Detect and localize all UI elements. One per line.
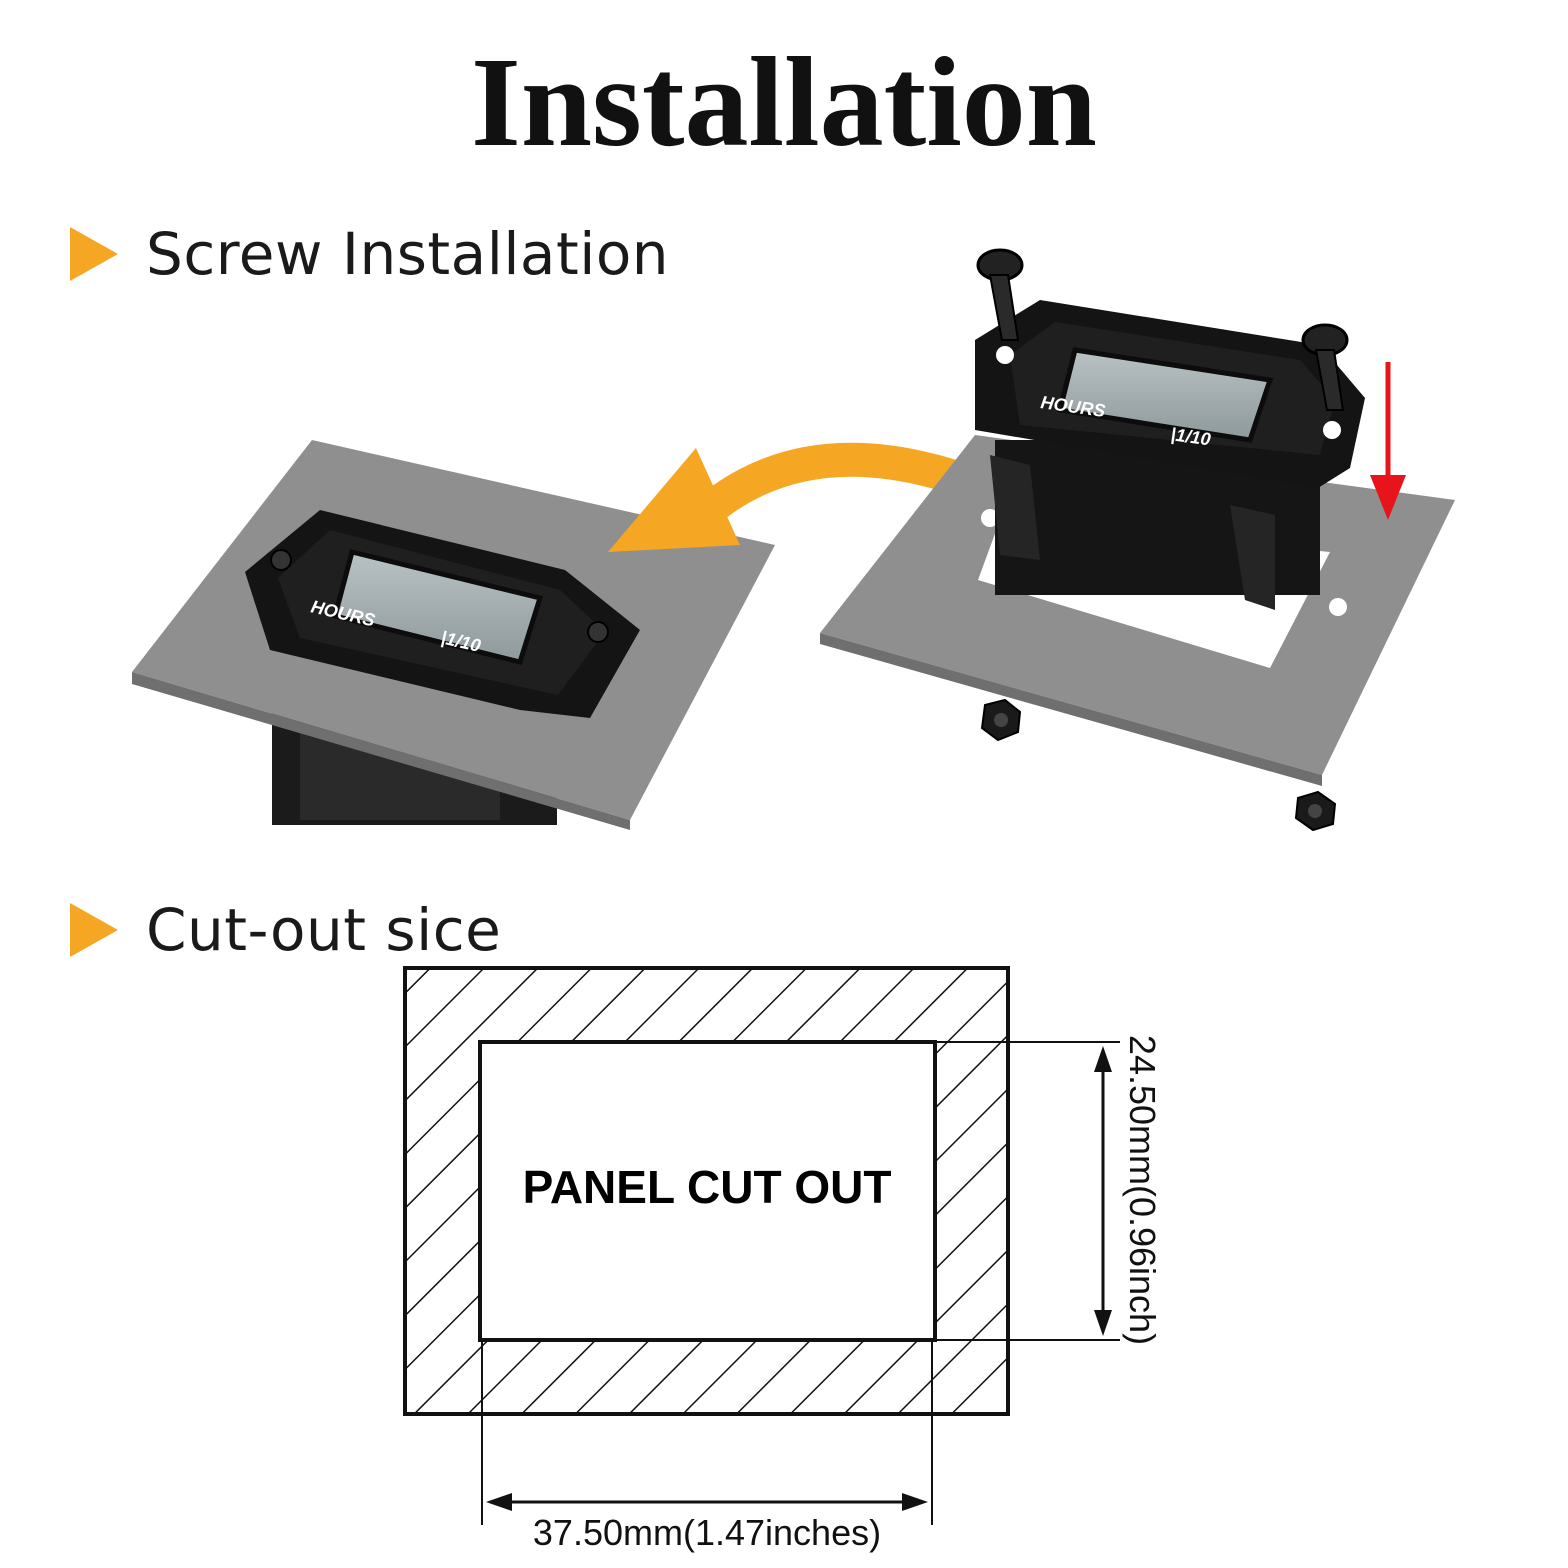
section-cut-out-size: Cut-out sice xyxy=(70,896,501,964)
installed-meter-illustration: HOURS |1/10 xyxy=(132,440,775,830)
panel-cut-out-label: PANEL CUT OUT xyxy=(523,1161,892,1213)
mounting-panel-edge xyxy=(132,672,630,830)
dimension-arrowhead xyxy=(902,1493,928,1511)
orange-triangle-bullet-icon xyxy=(70,903,118,957)
dimension-arrowhead xyxy=(486,1493,512,1511)
page-title: Installation xyxy=(471,31,1097,173)
uninstalled-meter-illustration: HOURS |1/10 xyxy=(820,248,1455,832)
screw-hole-icon xyxy=(1323,421,1341,439)
orange-triangle-bullet-icon xyxy=(70,227,118,281)
screw-hole-icon xyxy=(981,509,999,527)
clip-tab xyxy=(1230,505,1275,610)
screw-head-icon xyxy=(587,621,609,643)
section-label: Screw Installation xyxy=(146,220,670,288)
lcd-display xyxy=(1056,347,1274,443)
section-label: Cut-out sice xyxy=(146,896,502,964)
red-arrow-head xyxy=(1370,475,1406,520)
screw-hole-icon xyxy=(1329,598,1347,616)
hex-nut-hole xyxy=(994,713,1008,727)
height-dimension-label: 24.50mm(0.96inch) xyxy=(1122,1035,1163,1345)
section-screw-installation: Screw Installation xyxy=(70,220,669,288)
lcd-display xyxy=(331,548,544,665)
width-dimension-label: 37.50mm(1.47inches) xyxy=(533,1512,881,1553)
hex-nut-hole xyxy=(1308,804,1322,818)
screw-hole-icon xyxy=(996,346,1014,364)
clip-tab xyxy=(990,455,1040,560)
screw-icon xyxy=(1301,323,1349,411)
dimension-arrowhead xyxy=(1094,1046,1112,1072)
cut-out-diagram: PANEL CUT OUT 24.50mm(0.96inch) 37.50mm(… xyxy=(403,966,1163,1553)
cut-out-area xyxy=(478,1040,937,1342)
screw-head-icon xyxy=(270,549,292,571)
mounting-panel-edge xyxy=(820,633,1322,786)
dimension-arrowhead xyxy=(1094,1310,1112,1336)
screw-icon xyxy=(976,248,1024,341)
